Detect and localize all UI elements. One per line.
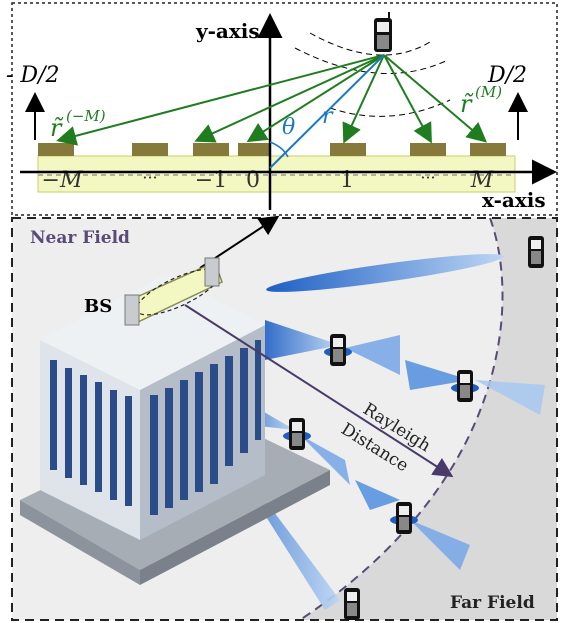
- left-aperture-label: - D/2: [6, 63, 59, 88]
- x-axis-label: x-axis: [482, 188, 546, 212]
- user-phone-icon: [374, 12, 392, 52]
- base-station-building: [20, 257, 330, 585]
- element-label: 0: [246, 168, 260, 193]
- user-phone-icon: [390, 502, 418, 534]
- right-aperture-label: D/2: [487, 63, 527, 88]
- top-panel: −M ··· −1 0 1 ··· M y-axis x-axis - D/2 …: [6, 2, 558, 216]
- beam: [405, 360, 470, 390]
- antenna-element: [38, 143, 74, 156]
- y-axis-label: y-axis: [195, 19, 260, 43]
- near-field-label: Near Field: [30, 228, 130, 248]
- theta-label: θ: [282, 115, 295, 140]
- antenna-element: [238, 143, 270, 156]
- element-label: 1: [340, 168, 354, 193]
- wavefront-arc: [309, 32, 431, 56]
- beam: [410, 520, 470, 570]
- beam: [475, 380, 545, 415]
- user-phone-icon: [528, 236, 544, 268]
- r-m-label: r̃: [460, 90, 474, 118]
- far-field-region: [300, 218, 557, 620]
- beam: [266, 254, 504, 292]
- antenna-element: [193, 143, 229, 156]
- user-phone-icon: [451, 370, 479, 402]
- bottom-panel-border: [11, 217, 558, 621]
- beam: [355, 480, 400, 510]
- beam: [265, 320, 340, 360]
- user-phone-icon: [283, 418, 311, 450]
- antenna-element: [132, 143, 168, 156]
- bs-label: BS: [84, 296, 112, 317]
- theta-arc: [269, 141, 289, 158]
- green-rays: [56, 54, 488, 146]
- rayleigh-arrow: [184, 304, 454, 478]
- user-phone-icon: [324, 334, 352, 366]
- antenna-element: [470, 143, 506, 156]
- r-label: r: [322, 104, 334, 129]
- r-m-superscript: (M): [475, 83, 502, 101]
- antenna-element: [410, 143, 446, 156]
- rayleigh-boundary: [299, 217, 504, 621]
- beam: [345, 335, 400, 375]
- user-phone-icon: [344, 588, 360, 620]
- beam: [300, 435, 350, 485]
- blue-ray-r: [269, 54, 385, 169]
- r-minus-m-label: r̃: [50, 114, 64, 142]
- far-field-label: Far Field: [450, 593, 535, 613]
- building-windows: [50, 340, 261, 515]
- antenna-element: [330, 143, 366, 156]
- r-minus-m-superscript: (−M): [66, 107, 106, 125]
- wavefront-arc: [329, 99, 451, 117]
